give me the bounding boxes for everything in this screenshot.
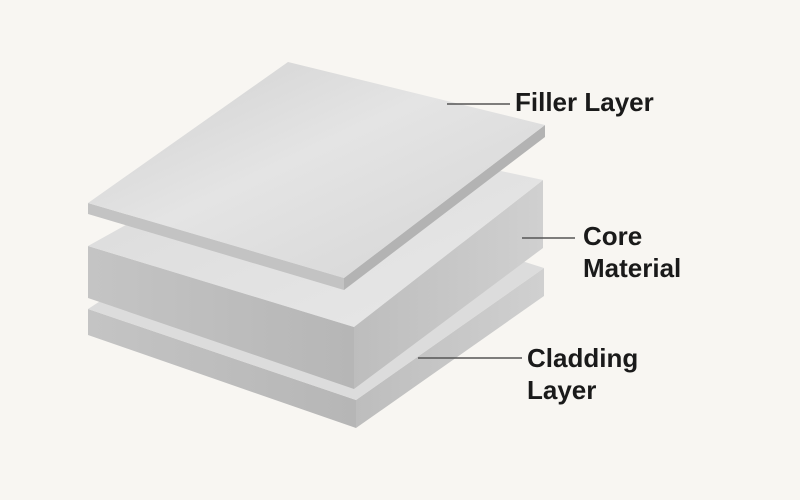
core-material-label: Core Material xyxy=(583,220,681,284)
filler-layer-sheet xyxy=(88,62,545,290)
core-material-label-line1: Core xyxy=(583,221,643,251)
filler-layer-label-line1: Filler Layer xyxy=(515,87,654,117)
core-material-label-line2: Material xyxy=(583,253,682,283)
cladding-layer-label: Cladding Layer xyxy=(527,342,638,406)
cladding-layer-label-line2: Layer xyxy=(527,375,597,405)
filler-layer-label: Filler Layer xyxy=(515,86,654,118)
cladding-layer-label-line1: Cladding xyxy=(527,343,639,373)
